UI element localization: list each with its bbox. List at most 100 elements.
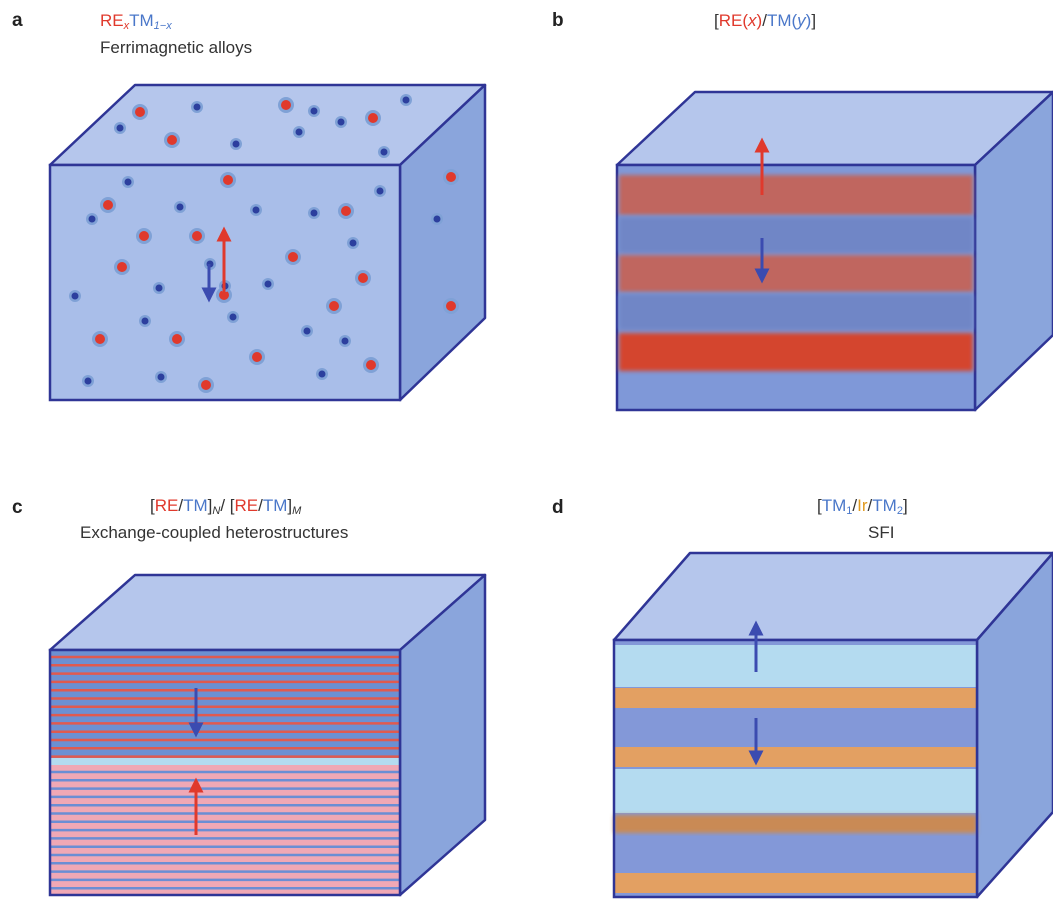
tm-symbol: TM <box>262 496 288 515</box>
panel-b-re-layer <box>619 175 973 215</box>
tm-atom <box>433 215 441 223</box>
panel-b-re-layer <box>619 255 973 292</box>
panel-b-letter: b <box>552 10 564 31</box>
tm-atom <box>88 215 96 223</box>
re-atom <box>223 175 233 185</box>
panel-c-caption: Exchange-coupled heterostructures <box>80 523 349 542</box>
tm-symbol: TM <box>129 11 154 30</box>
re-atom <box>103 200 113 210</box>
tm-atom <box>116 124 124 132</box>
re-thickness: x <box>748 11 757 30</box>
slash: / <box>762 11 767 30</box>
bracket: ] <box>207 496 213 515</box>
tm1-symbol: TM <box>821 496 847 515</box>
re-atom <box>446 301 456 311</box>
panel-c-front-outline <box>48 648 402 897</box>
re-atom <box>252 352 262 362</box>
panel-a-box <box>48 83 487 402</box>
tm-atom <box>71 292 79 300</box>
panel-d-tm1-layer <box>614 645 977 687</box>
tm-atom <box>229 313 237 321</box>
panel-c-formula: [RE/TM]N/ [RE/TM]M <box>150 496 301 517</box>
tm-atom <box>310 107 318 115</box>
tm-atom <box>349 239 357 247</box>
re-atom <box>288 252 298 262</box>
re-atom <box>117 262 127 272</box>
panel-d-letter: d <box>552 497 564 518</box>
tm-atom <box>155 284 163 292</box>
tm-atom <box>232 140 240 148</box>
panel-d-caption: SFI <box>868 523 895 542</box>
separator: / <box>220 496 230 515</box>
panel-d-tm2-layer <box>614 836 977 872</box>
re-atom <box>172 334 182 344</box>
paren: ( <box>791 11 798 30</box>
tm-atom <box>380 148 388 156</box>
paren: ) <box>805 11 812 30</box>
re-atom <box>192 231 202 241</box>
tm-symbol: TM <box>183 496 208 515</box>
re-symbol: RE <box>154 496 179 515</box>
panel-d-ir-layer <box>614 688 977 708</box>
panel-d-formula: [TM1/Ir/TM2] <box>817 496 908 517</box>
tm-atom <box>318 370 326 378</box>
tm-atom <box>341 337 349 345</box>
slash: / <box>178 496 184 515</box>
re-atom <box>135 107 145 117</box>
panel-a-atoms <box>69 94 459 393</box>
tm-atom <box>157 373 165 381</box>
paren: ) <box>756 11 763 30</box>
re-atom <box>201 380 211 390</box>
panel-d-tm1-layer <box>614 769 977 813</box>
repeat-m: M <box>292 505 302 517</box>
re-atom <box>368 113 378 123</box>
panel-b-tm-layer <box>619 294 973 330</box>
panel-b-re-layer <box>619 333 973 371</box>
re-atom <box>358 273 368 283</box>
panel-d-ir-layer <box>614 815 977 833</box>
re-symbol: RE <box>234 496 259 515</box>
tm-subscript: 1−x <box>153 20 172 32</box>
panel-a-formula: RExTM1−x <box>100 11 172 32</box>
re-atom <box>446 172 456 182</box>
tm-atom <box>84 377 92 385</box>
bracket: [ <box>150 496 155 515</box>
tm-atom <box>402 96 410 104</box>
ir-symbol: Ir <box>857 496 868 515</box>
re-atom <box>281 100 291 110</box>
panel-d-tm2-layer <box>614 710 977 746</box>
panel-d-ir-layer <box>614 747 977 767</box>
tm-atom <box>303 327 311 335</box>
bracket: [ <box>714 11 719 30</box>
panel-b-box <box>615 90 1053 412</box>
repeat-n: N <box>212 505 221 517</box>
tm-atom <box>295 128 303 136</box>
tm-atom <box>124 178 132 186</box>
re-atom <box>366 360 376 370</box>
panel-d-ir-layer <box>614 873 977 893</box>
re-symbol: RE <box>718 11 743 30</box>
tm-atom <box>376 187 384 195</box>
tm2-subscript: 2 <box>896 505 903 517</box>
tm-symbol: TM <box>766 11 792 30</box>
panel-d-box <box>612 551 1053 899</box>
tm-atom <box>337 118 345 126</box>
re-symbol: RE <box>100 11 124 30</box>
re-atom <box>139 231 149 241</box>
panel-c-letter: c <box>12 497 23 518</box>
tm1-subscript: 1 <box>846 505 853 517</box>
bracket: ] <box>287 496 293 515</box>
tm-atom <box>252 206 260 214</box>
panel-a-caption: Ferrimagnetic alloys <box>100 38 253 57</box>
tm-atom <box>193 103 201 111</box>
panel-b-tm-layer <box>619 217 973 253</box>
bracket: ] <box>902 496 908 515</box>
bracket: [ <box>229 496 235 515</box>
panel-c-interface <box>50 758 400 765</box>
re-atom <box>329 301 339 311</box>
bracket: ] <box>811 11 817 30</box>
slash: / <box>258 496 263 515</box>
panel-c-stripes <box>51 655 399 890</box>
tm-atom <box>264 280 272 288</box>
